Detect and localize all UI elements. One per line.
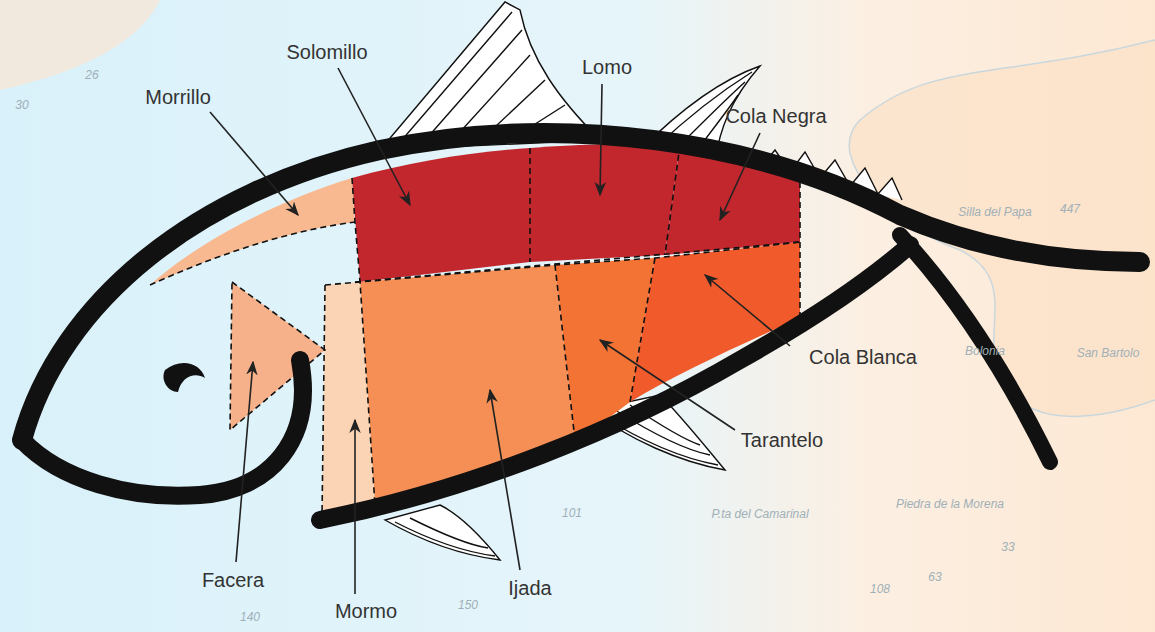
map-label: 140 xyxy=(240,611,260,624)
map-label: 447 xyxy=(1060,203,1080,216)
cut-name: Solomillo xyxy=(286,41,367,63)
leader-line xyxy=(338,68,410,205)
map-label: 30 xyxy=(15,99,28,112)
leader-lines xyxy=(210,68,790,594)
cut-name: Mormo xyxy=(335,600,397,622)
map-label: 33 xyxy=(1001,541,1014,554)
cut-name: Morrillo xyxy=(145,86,211,108)
map-label: P.ta del Camarinal xyxy=(711,508,808,521)
map-label: San Bartolo xyxy=(1077,347,1140,360)
cut-name: Tarantelo xyxy=(741,429,823,451)
lomo-region xyxy=(530,144,680,262)
map-label: Silla del Papa xyxy=(958,206,1031,219)
cut-name: Lomo xyxy=(582,56,632,78)
leader-line xyxy=(354,420,356,594)
fish-outline xyxy=(22,133,1140,520)
map-label: Bolonia xyxy=(965,345,1005,358)
eye xyxy=(163,363,205,392)
map-label: Piedra de la Morena xyxy=(896,498,1004,511)
leader-line xyxy=(705,275,790,346)
map-label: 101 xyxy=(562,507,582,520)
land-area xyxy=(0,0,160,90)
solomillo-region xyxy=(352,148,530,282)
cut-name: Facera xyxy=(202,569,264,591)
leader-line xyxy=(720,133,760,220)
cut-name: Cola Blanca xyxy=(809,346,917,368)
map-label: 26 xyxy=(85,69,98,82)
map-label: 150 xyxy=(458,599,478,612)
leader-line xyxy=(236,362,253,562)
cut-name: Ijada xyxy=(508,577,551,599)
leader-line xyxy=(490,390,520,570)
leader-line xyxy=(210,112,298,215)
leader-line xyxy=(600,340,735,430)
cut-name: Cola Negra xyxy=(725,105,826,127)
map-label: 63 xyxy=(928,571,941,584)
map-label: 108 xyxy=(870,583,890,596)
mormo-region xyxy=(322,282,375,516)
ijada-region xyxy=(360,265,575,505)
anal-fin xyxy=(385,505,500,560)
leader-line xyxy=(600,84,602,195)
